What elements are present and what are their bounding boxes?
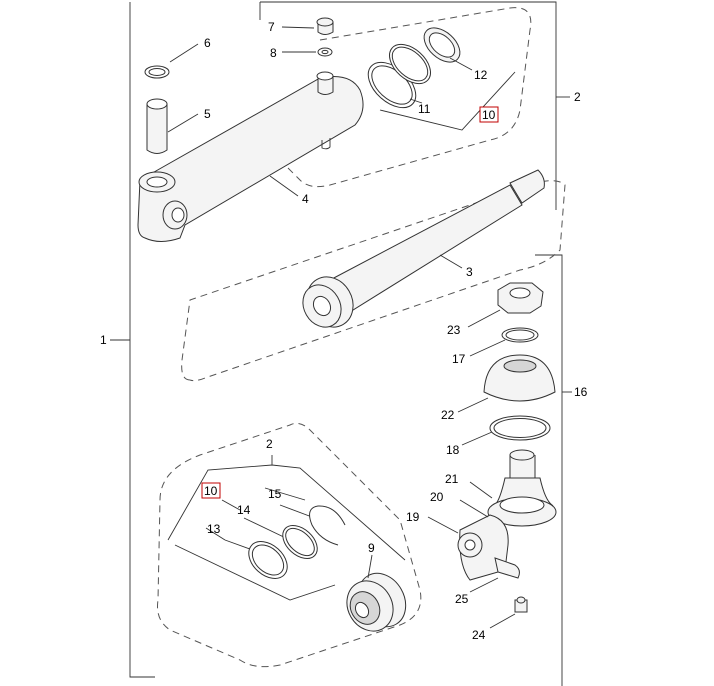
bracket-1 bbox=[110, 2, 155, 678]
part-ball-joint bbox=[427, 449, 557, 593]
callout-18: 18 bbox=[446, 443, 460, 457]
bracket-2-top bbox=[259, 1, 570, 210]
callout-3: 3 bbox=[466, 265, 473, 279]
callout-10-top: 10 bbox=[482, 108, 496, 122]
callout-25: 25 bbox=[455, 592, 469, 606]
part-23-castle-nut bbox=[467, 282, 544, 328]
callout-20: 20 bbox=[430, 490, 444, 504]
callout-22: 22 bbox=[441, 408, 455, 422]
callout-2-bottom: 2 bbox=[266, 437, 273, 451]
callout-2-top: 2 bbox=[574, 90, 581, 104]
part-18-seal-ring bbox=[461, 415, 551, 446]
part-17-ring bbox=[469, 327, 539, 357]
part-13-14-15-rings bbox=[248, 505, 346, 579]
callout-23: 23 bbox=[447, 323, 461, 337]
callout-24: 24 bbox=[472, 628, 486, 642]
bracket-2-bottom bbox=[167, 455, 406, 601]
callout-15: 15 bbox=[268, 487, 282, 501]
callout-4: 4 bbox=[302, 192, 309, 206]
dashed-outline-piston bbox=[157, 422, 422, 668]
part-6-ring bbox=[144, 43, 199, 79]
part-8-washer bbox=[282, 47, 333, 57]
seal-kit-top bbox=[367, 27, 516, 131]
part-4-barrel bbox=[137, 71, 364, 242]
callout-6: 6 bbox=[204, 36, 211, 50]
part-5-bushing bbox=[146, 98, 199, 154]
callout-19: 19 bbox=[406, 510, 420, 524]
part-22-boot bbox=[457, 354, 556, 413]
callout-13: 13 bbox=[207, 522, 221, 536]
part-9-piston bbox=[346, 554, 407, 632]
callout-8: 8 bbox=[270, 46, 277, 60]
callout-11: 11 bbox=[418, 102, 431, 116]
callout-7: 7 bbox=[268, 20, 275, 34]
callout-12: 12 bbox=[474, 68, 488, 82]
dashed-outline-cylinder-head bbox=[249, 7, 532, 188]
part-24-grease-fitting bbox=[489, 596, 528, 629]
callout-14: 14 bbox=[237, 503, 251, 517]
bracket-16 bbox=[535, 254, 572, 686]
dashed-outline-rod bbox=[181, 180, 566, 382]
callout-10-bottom: 10 bbox=[204, 484, 218, 498]
callout-10-top-box bbox=[479, 106, 499, 123]
callout-5: 5 bbox=[204, 107, 211, 121]
part-3-rod bbox=[302, 169, 545, 328]
callout-9: 9 bbox=[368, 541, 375, 555]
callout-17: 17 bbox=[452, 352, 466, 366]
part-7-plug bbox=[281, 17, 334, 35]
callout-1: 1 bbox=[100, 333, 107, 347]
callout-21: 21 bbox=[445, 472, 459, 486]
callout-16: 16 bbox=[574, 385, 588, 399]
callout-10-bottom-box bbox=[201, 482, 221, 499]
